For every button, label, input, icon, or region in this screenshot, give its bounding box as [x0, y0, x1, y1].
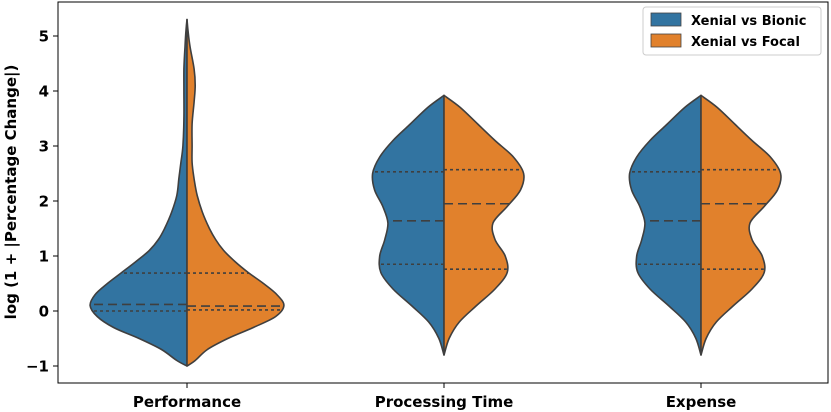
legend-label-focal: Xenial vs Focal [691, 35, 800, 50]
x-tick-label: Processing Time [375, 393, 514, 411]
violin-focal-2 [700, 94, 782, 356]
violin-focal-0 [186, 18, 285, 367]
y-tick-label: −1 [26, 358, 49, 376]
x-tick-label: Expense [666, 393, 737, 411]
y-tick-label: 3 [39, 138, 49, 156]
y-tick-label: 4 [39, 83, 49, 101]
y-axis: −1 0 1 2 3 4 5 [26, 28, 58, 376]
y-tick-label: 1 [39, 248, 49, 266]
violins-layer [89, 18, 782, 367]
violin-bionic-2 [628, 94, 702, 356]
quartile-lines-layer [90, 168, 779, 312]
plot-frame [57, 1, 829, 384]
legend: Xenial vs Bionic Xenial vs Focal [642, 6, 822, 56]
legend-label-bionic: Xenial vs Bionic [691, 14, 806, 29]
y-tick-label: 0 [39, 303, 49, 321]
legend-frame [642, 6, 822, 56]
violin-bionic-1 [371, 94, 445, 356]
legend-swatch-bionic [650, 12, 682, 27]
y-tick-label: 2 [39, 193, 49, 211]
violin-bionic-0 [89, 18, 188, 367]
y-axis-title: log (1 + |Percentage Change|) [2, 65, 21, 320]
x-axis: Performance Processing Time Expense [133, 383, 736, 411]
y-tick-label: 5 [39, 28, 49, 46]
x-tick-label: Performance [133, 393, 241, 411]
legend-swatch-focal [650, 33, 682, 48]
violin-focal-1 [443, 94, 525, 356]
